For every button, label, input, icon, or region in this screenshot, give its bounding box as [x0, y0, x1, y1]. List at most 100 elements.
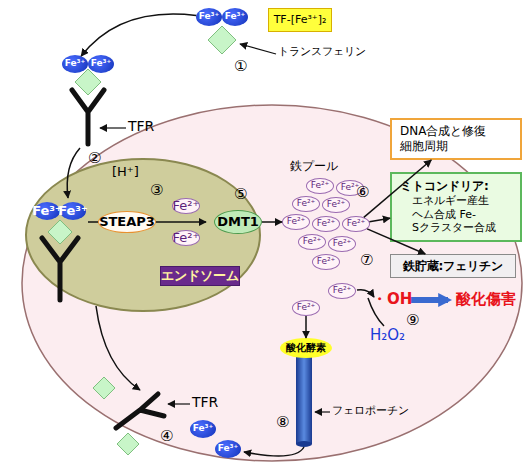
callout-number: ③	[150, 182, 163, 199]
connector-arrow	[369, 218, 390, 221]
node-text: TF-[Fe³⁺]₂	[274, 13, 327, 27]
endosome-region: [H⁺]Fe³⁺Fe³⁺STEAP3Fe²⁺Fe²⁺DMT1エンドソーム	[24, 157, 262, 313]
node-text: Fe²⁺	[173, 198, 200, 214]
transferrin-diamond	[117, 433, 139, 455]
ferroportin-channel	[296, 441, 312, 447]
iron-ion: Fe³⁺	[60, 202, 86, 220]
iron-ion: Fe²⁺	[342, 216, 370, 232]
node-text: [H⁺]	[112, 164, 139, 180]
endosome-outline	[24, 157, 262, 313]
node-text: Fe²⁺	[303, 236, 322, 247]
leader-label: フェロポーチン	[332, 405, 409, 417]
node-text: Fe²⁺	[297, 198, 316, 209]
callout-number: ①	[234, 58, 247, 75]
receptor-symbol	[72, 90, 104, 144]
node-text: Fe³⁺	[218, 443, 239, 454]
leader-label: TFR	[128, 119, 154, 134]
process-box: DNA合成と修復 細胞周期	[390, 118, 522, 160]
iron-ion: Fe²⁺	[172, 198, 200, 214]
iron-ion: Fe³⁺	[88, 55, 114, 73]
node-text: Fe²⁺	[317, 256, 336, 267]
node-text: エンドソーム	[161, 268, 239, 284]
iron-ion: Fe²⁺	[292, 300, 320, 316]
node-text: Fe²⁺	[333, 285, 352, 296]
reaction-curve	[357, 290, 374, 297]
label-box: TF-[Fe³⁺]₂	[268, 8, 332, 32]
node-text: Fe³⁺	[225, 11, 246, 22]
node-text: Fe³⁺	[58, 203, 88, 219]
callout-number: ④	[160, 428, 173, 445]
iron-ion: Fe²⁺	[312, 216, 340, 232]
protein-oval: STEAP3	[98, 211, 156, 233]
radical-label: ・OH	[372, 291, 412, 308]
node-text: ミトコンドリア:	[400, 179, 489, 194]
endosome-outline	[26, 159, 260, 311]
flow-arrow	[244, 447, 304, 456]
ferroportin-channel	[296, 348, 312, 444]
connector-arrow	[305, 316, 307, 338]
callout-number: ⑦	[360, 252, 373, 269]
node-text: Fe²⁺	[333, 238, 352, 249]
callout-number: ⑧	[276, 414, 289, 431]
region-label: 鉄プール	[290, 160, 338, 173]
flow-arrow	[96, 306, 140, 390]
iron-ion: Fe³⁺	[196, 8, 222, 26]
node-text: Fe³⁺	[91, 58, 112, 69]
transferrin-diamond	[75, 69, 101, 95]
node-text: Fe²⁺	[287, 216, 306, 227]
iron-ion: Fe²⁺	[322, 197, 350, 213]
callout-number: ⑥	[356, 184, 369, 201]
iron-ion: Fe²⁺	[306, 178, 334, 194]
process-box: 鉄貯蔵:フェリチン	[390, 254, 516, 278]
iron-ion: Fe³⁺	[215, 440, 241, 458]
protein-oval: 酸化酵素	[280, 338, 332, 358]
node-text: エネルギー産生 ヘム合成 Fe-Sクラスター合成	[400, 194, 512, 235]
protein-oval: DMT1	[214, 210, 262, 234]
node-text: Fe²⁺	[347, 218, 366, 229]
iron-ion: Fe³⁺	[222, 8, 248, 26]
iron-ion: Fe³⁺	[62, 55, 88, 73]
node-text: Fe³⁺	[193, 423, 214, 434]
iron-ion: Fe²⁺	[328, 236, 356, 252]
node-text: Fe²⁺	[173, 230, 200, 246]
transferrin-diamond	[208, 26, 236, 54]
leader-arrow	[315, 411, 330, 412]
block-arrow	[410, 297, 448, 303]
leader-arrow	[100, 127, 126, 128]
node-text: Fe³⁺	[65, 58, 86, 69]
callout-number: ⑨	[406, 312, 419, 329]
connector-arrow	[262, 221, 282, 223]
node-text: DMT1	[217, 214, 259, 230]
iron-ion: Fe²⁺	[172, 230, 200, 246]
process-box: ミトコンドリア:エネルギー産生 ヘム合成 Fe-Sクラスター合成	[390, 172, 522, 242]
node-text: Fe²⁺	[297, 302, 316, 313]
iron-ion: Fe²⁺	[328, 283, 356, 299]
leader-label: TFR	[192, 395, 218, 410]
iron-ion: Fe²⁺	[292, 196, 320, 212]
node-text: STEAP3	[99, 214, 155, 230]
connector-arrow	[81, 14, 196, 56]
node-text: Fe²⁺	[327, 199, 346, 210]
receptor-symbol	[116, 394, 164, 428]
node-text: 鉄貯蔵:フェリチン	[403, 259, 504, 274]
iron-ion: Fe²⁺	[312, 254, 340, 270]
iron-ion: Fe²⁺	[282, 214, 310, 230]
node-text: Fe³⁺	[32, 203, 62, 219]
node-text: Fe³⁺	[199, 11, 220, 22]
cell-membrane	[22, 105, 522, 461]
label-box: エンドソーム	[160, 266, 240, 286]
iron-ion: Fe³⁺	[34, 202, 60, 220]
node-text: 酸化酵素	[286, 342, 326, 355]
molecule-label: H₂O₂	[370, 327, 405, 344]
node-text: DNA合成と修復 細胞周期	[400, 124, 512, 154]
leader-arrow	[240, 44, 276, 54]
node-text: Fe²⁺	[317, 218, 336, 229]
iron-ion: Fe²⁺	[298, 234, 326, 250]
node-text: Fe²⁺	[311, 180, 330, 191]
leader-arrow	[168, 403, 190, 404]
iron-ion: Fe³⁺	[190, 420, 216, 438]
callout-number: ②	[88, 150, 101, 167]
callout-number: ⑤	[234, 186, 247, 203]
transferrin-diamond	[93, 377, 115, 399]
